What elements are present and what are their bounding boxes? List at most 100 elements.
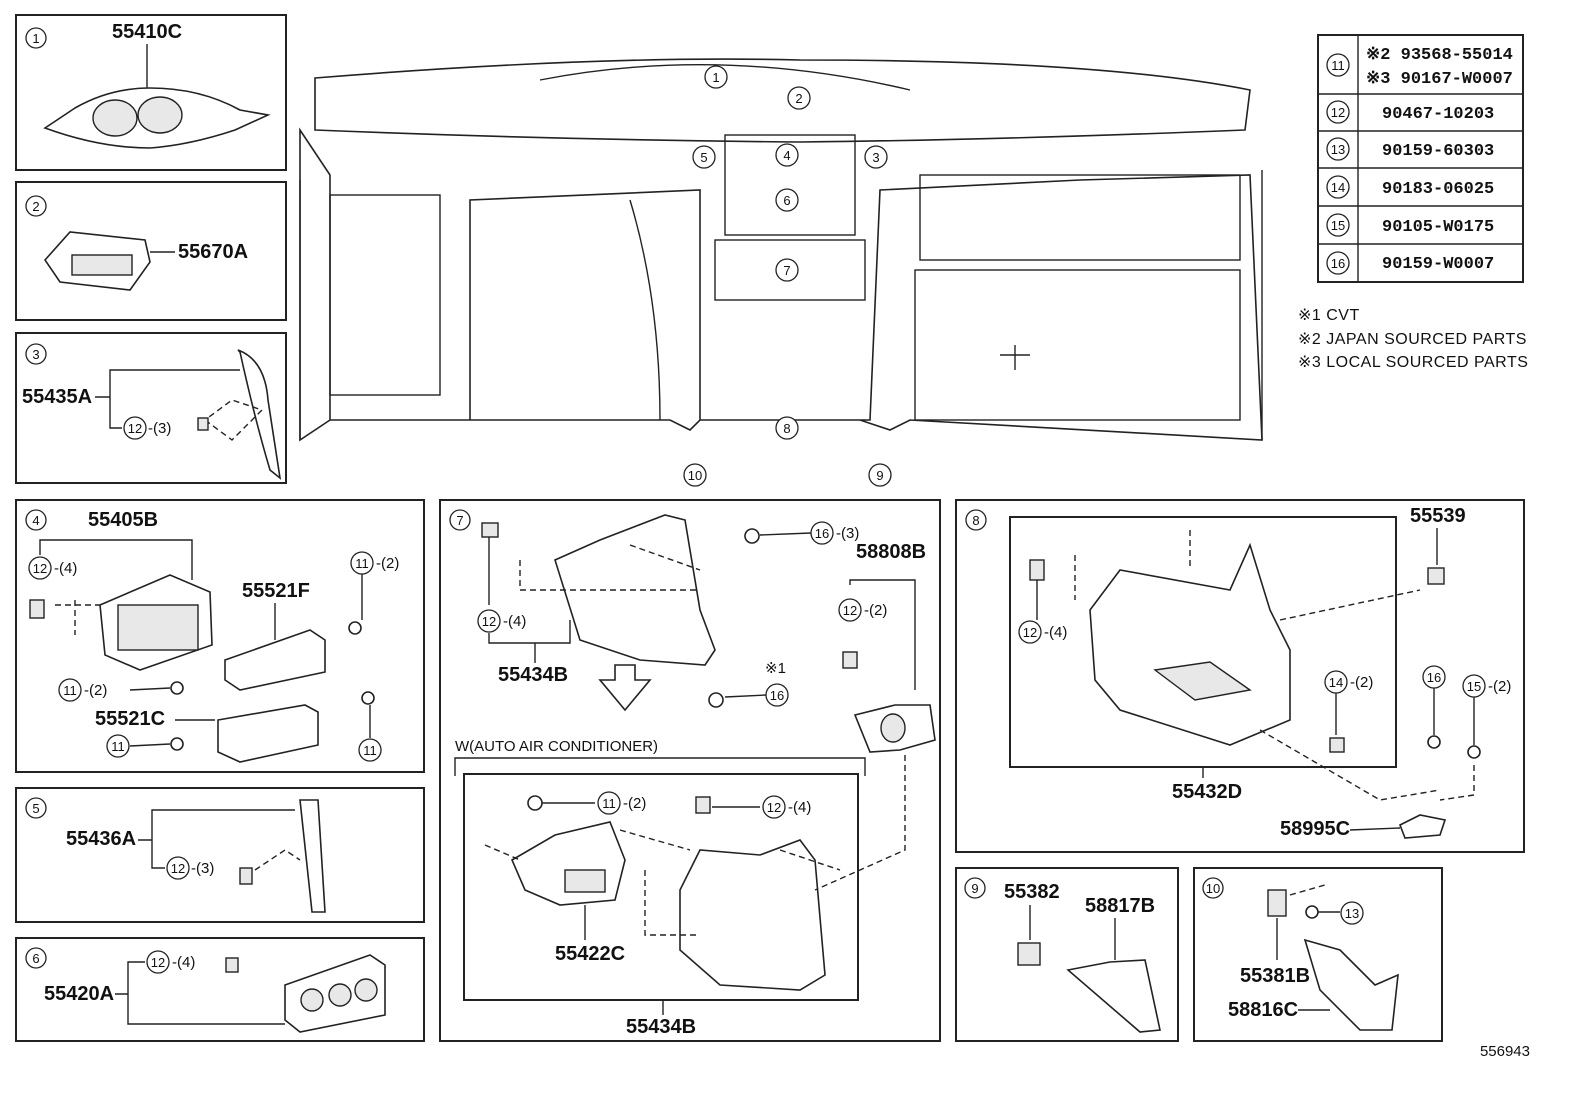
panel-1: 1 55410C	[15, 14, 287, 171]
panel-10: 10 55381B 13 58816C	[1193, 867, 1443, 1042]
panel-6: 6 55420A 12 -(4)	[15, 937, 425, 1042]
part-label-55410C[interactable]: 55410C	[112, 21, 182, 43]
dash-callouts: 1 2 5 4 3 6 7 8 10 9	[683, 65, 892, 487]
svg-text:8: 8	[783, 421, 790, 436]
svg-text:13: 13	[1345, 906, 1359, 921]
callout-1: 1	[32, 31, 39, 46]
pocket-upper	[224, 629, 326, 691]
svg-text:12: 12	[1023, 625, 1037, 640]
svg-text:12: 12	[171, 861, 185, 876]
svg-text:5: 5	[32, 801, 39, 816]
callout-2: 2	[32, 199, 39, 214]
footnotes: ※1 CVT ※2 JAPAN SOURCED PARTS ※3 LOCAL S…	[1298, 307, 1528, 371]
svg-text:-(2): -(2)	[1488, 678, 1511, 695]
svg-text:12: 12	[33, 561, 47, 576]
fastener-table: 11 ※2 93568-55014 ※3 90167-W0007 12 9046…	[1317, 34, 1524, 283]
console-clip	[1398, 814, 1447, 839]
svg-text:16: 16	[1331, 256, 1345, 271]
svg-text:13: 13	[1331, 142, 1345, 157]
part-label-55405B[interactable]: 55405B	[88, 509, 158, 531]
glove-side-cover-right	[1303, 938, 1399, 1031]
dashboard-assembly: 1 2 5 4 3 6 7 8 10 9	[299, 58, 1263, 487]
svg-text:14: 14	[1331, 180, 1345, 195]
svg-text:-(2): -(2)	[623, 795, 646, 812]
table-cell-11b: ※3 90167-W0007	[1366, 70, 1513, 89]
table-cell-13: 90159-60303	[1382, 142, 1494, 161]
svg-text:-(3): -(3)	[148, 420, 171, 437]
part-label-55381B[interactable]: 55381B	[1240, 965, 1310, 987]
panel-7: 7 12 -(4) 55434B 16 -(3) 58808B 12 -(2) …	[439, 499, 941, 1042]
svg-text:6: 6	[783, 193, 790, 208]
svg-text:2: 2	[795, 91, 802, 106]
svg-text:1: 1	[712, 70, 719, 85]
svg-text:4: 4	[783, 148, 790, 163]
part-label-58817B[interactable]: 58817B	[1085, 895, 1155, 917]
svg-text:15: 15	[1467, 679, 1481, 694]
part-label-55521C[interactable]: 55521C	[95, 708, 165, 730]
part-label-55521F[interactable]: 55521F	[242, 580, 310, 602]
part-label-55382[interactable]: 55382	[1004, 881, 1060, 903]
svg-text:11: 11	[363, 743, 377, 758]
side-garnish-right	[299, 799, 326, 913]
part-label-55432D[interactable]: 55432D	[1172, 781, 1242, 803]
svg-text:-(2): -(2)	[84, 682, 107, 699]
svg-text:10: 10	[688, 468, 702, 483]
part-label-55420A[interactable]: 55420A	[44, 983, 114, 1005]
svg-text:-(4): -(4)	[503, 613, 526, 630]
svg-text:11: 11	[602, 796, 616, 811]
table-cell-11a: ※2 93568-55014	[1366, 46, 1513, 65]
svg-text:6: 6	[32, 951, 39, 966]
diagram-id: 556943	[1480, 1043, 1530, 1060]
part-label-58808B[interactable]: 58808B	[856, 541, 926, 563]
console-lower-panel	[679, 839, 826, 991]
svg-text:7: 7	[783, 263, 790, 278]
svg-text:5: 5	[700, 150, 707, 165]
svg-text:-(3): -(3)	[836, 525, 859, 542]
svg-text:-(4): -(4)	[172, 954, 195, 971]
part-label-55434B-bottom[interactable]: 55434B	[626, 1016, 696, 1038]
svg-text:10: 10	[1206, 881, 1220, 896]
svg-text:11: 11	[111, 739, 125, 754]
note-japan: ※2 JAPAN SOURCED PARTS	[1298, 331, 1527, 348]
svg-text:12: 12	[767, 800, 781, 815]
instrument-panel-upper	[314, 58, 1251, 143]
panel-8: 8 12 -(4) 14 -(2) 55432D 55539 16 15 -(2…	[955, 499, 1525, 853]
pocket-lower	[217, 704, 319, 763]
table-cell-16: 90159-W0007	[1382, 255, 1494, 274]
svg-text:-(2): -(2)	[1350, 674, 1373, 691]
side-garnish	[237, 349, 282, 480]
svg-text:12: 12	[1331, 105, 1345, 120]
svg-text:12: 12	[151, 955, 165, 970]
part-label-55670A[interactable]: 55670A	[178, 241, 248, 263]
part-label-55539[interactable]: 55539	[1410, 505, 1466, 527]
svg-text:8: 8	[972, 513, 979, 528]
svg-text:12: 12	[482, 614, 496, 629]
panel-3: 3 55435A 12 -(3)	[15, 332, 287, 484]
table-cell-12: 90467-10203	[1382, 105, 1494, 124]
part-label-58995C[interactable]: 58995C	[1280, 818, 1350, 840]
panel-9: 9 55382 58817B	[955, 867, 1179, 1042]
part-label-55422C[interactable]: 55422C	[555, 943, 625, 965]
panel-4: 4 55405B 12 -(4) 55521F 11 -(2) 11 -(2) …	[15, 499, 425, 773]
instrument-panel-frame	[299, 127, 1263, 442]
svg-text:3: 3	[872, 150, 879, 165]
svg-text:-(4): -(4)	[1044, 624, 1067, 641]
svg-text:11: 11	[63, 683, 77, 698]
auto-ac-label: W(AUTO AIR CONDITIONER)	[455, 738, 658, 755]
svg-text:11: 11	[355, 556, 369, 571]
part-label-55436A[interactable]: 55436A	[66, 828, 136, 850]
svg-text:16: 16	[1427, 670, 1441, 685]
svg-text:16: 16	[770, 688, 784, 703]
part-label-55434B-top[interactable]: 55434B	[498, 664, 568, 686]
part-label-55435A[interactable]: 55435A	[22, 386, 92, 408]
svg-text:14: 14	[1329, 675, 1343, 690]
svg-text:9: 9	[876, 468, 883, 483]
svg-text:※1: ※1	[765, 660, 786, 677]
note-local: ※3 LOCAL SOURCED PARTS	[1298, 354, 1528, 371]
svg-text:-(4): -(4)	[54, 560, 77, 577]
svg-text:16: 16	[815, 526, 829, 541]
part-label-58816C[interactable]: 58816C	[1228, 999, 1298, 1021]
svg-text:11: 11	[1331, 58, 1345, 73]
svg-text:12: 12	[128, 421, 142, 436]
